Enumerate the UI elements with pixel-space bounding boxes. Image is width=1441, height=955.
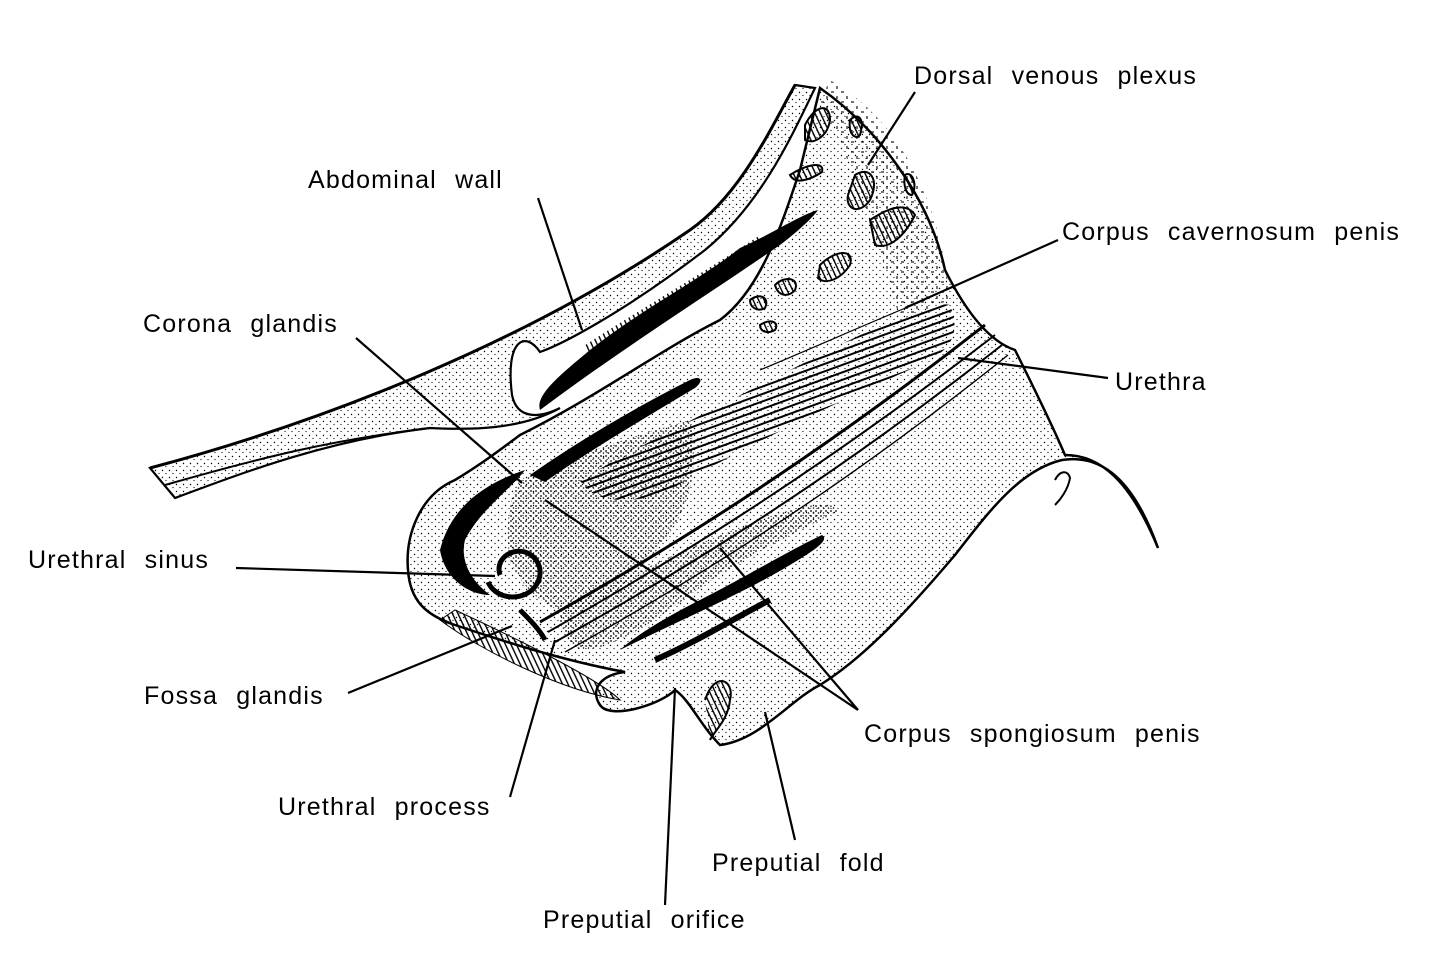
leader-corpus-spongiosum-1 [719, 547, 859, 711]
preputial-cavity-mid [530, 377, 701, 482]
label-urethral-sinus: Urethral sinus [28, 546, 210, 574]
leader-urethral-process [508, 639, 557, 798]
leader-fossa-glandis [347, 624, 513, 695]
leader-corona-glandis [355, 337, 523, 484]
leader-urethral-sinus [235, 566, 496, 578]
label-corpus-spongiosum-penis: Corpus spongiosum penis [864, 720, 1201, 748]
leader-lines [235, 91, 1109, 906]
label-fossa-glandis: Fossa glandis [144, 682, 324, 710]
preputial-cavity-glans [440, 470, 525, 595]
preputial-cavity-upper [539, 210, 818, 410]
label-corpus-cavernosum-penis: Corpus cavernosum penis [1062, 218, 1401, 246]
label-corona-glandis: Corona glandis [143, 310, 338, 338]
corpus-cavernosum-shape [580, 304, 955, 500]
leader-dorsal-venous-plexus [867, 91, 916, 166]
label-abdominal-wall: Abdominal wall [308, 166, 503, 194]
leader-urethra [957, 356, 1109, 380]
label-dorsal-venous-plexus: Dorsal venous plexus [914, 62, 1198, 90]
leader-corpus-spongiosum-2 [544, 499, 859, 711]
label-urethral-process: Urethral process [278, 793, 491, 821]
urethra-lines [539, 323, 986, 624]
leader-preputial-fold [763, 711, 797, 841]
urethral-sinus-shape [485, 548, 543, 600]
label-preputial-fold: Preputial fold [712, 849, 885, 877]
leader-abdominal-wall [536, 197, 584, 331]
leader-corpus-cavernosum [904, 238, 1059, 310]
label-preputial-orifice: Preputial orifice [543, 906, 746, 934]
leader-preputial-orifice [663, 687, 677, 906]
label-urethra: Urethra [1115, 368, 1207, 396]
preputial-cavity-lower [620, 535, 825, 650]
